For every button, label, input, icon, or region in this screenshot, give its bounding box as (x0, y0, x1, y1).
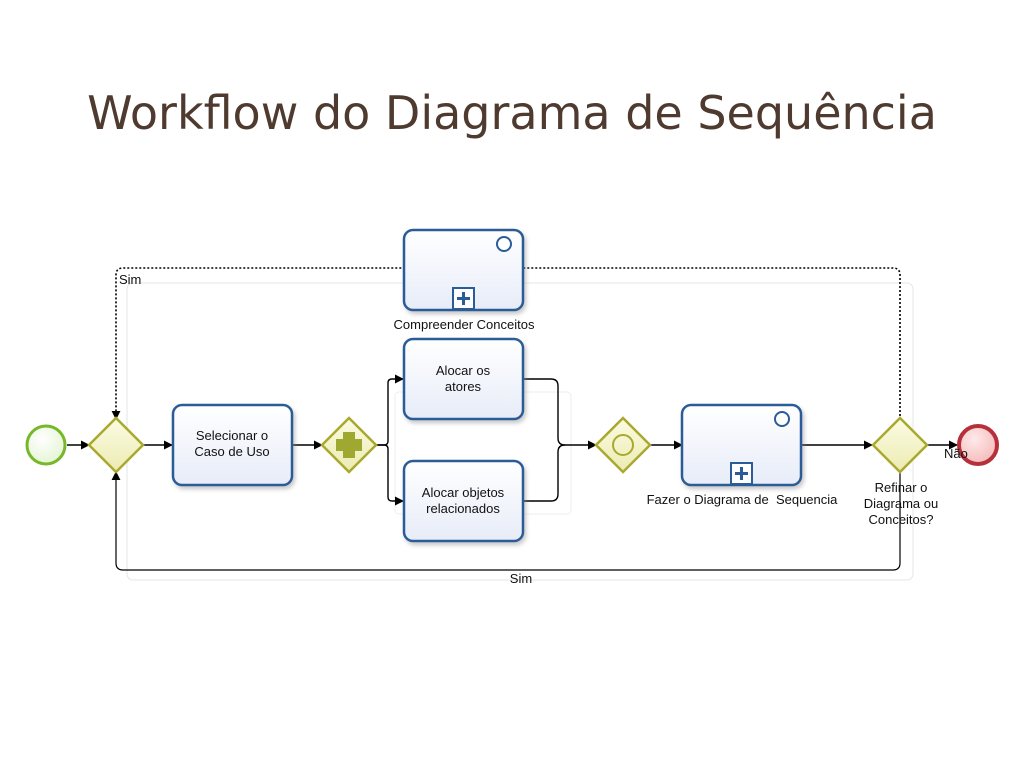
event-circle-icon (774, 411, 790, 427)
plus-icon (336, 432, 362, 458)
label-decision-2: Diagrama ou (864, 496, 938, 511)
label-objetos-1: Alocar objetos (422, 485, 505, 500)
label-sim-top: Sim (119, 272, 141, 287)
task-selecionar-caso-de-uso (171, 403, 294, 487)
task-compreender-conceitos (402, 228, 525, 312)
start-event (25, 424, 67, 466)
event-circle-icon (496, 236, 512, 252)
label-sim-bottom: Sim (510, 571, 532, 586)
label-selecionar-1: Selecionar o (196, 428, 268, 443)
task-alocar-objetos (402, 459, 525, 543)
label-objetos-2: relacionados (426, 501, 500, 516)
flow-objetos-merge (523, 444, 566, 502)
merge-gateway (594, 416, 652, 474)
label-atores-1: Alocar os (436, 363, 491, 378)
label-nao: Não (944, 446, 968, 461)
label-fazer: Fazer o Diagrama de Sequencia (647, 492, 839, 507)
label-atores-2: atores (445, 379, 482, 394)
slide-title: Workflow do Diagrama de Sequência (87, 86, 937, 140)
end-event (957, 424, 999, 466)
flow-atores-merge (523, 378, 597, 450)
label-decision-3: Conceitos? (868, 512, 933, 527)
label-decision-1: Refinar o (875, 480, 928, 495)
flow-sim-bottom (111, 471, 901, 571)
exclusive-gateway-start (87, 416, 145, 474)
flow-parallel-atores (376, 374, 404, 446)
label-compreender: Compreender Conceitos (394, 317, 535, 332)
inclusive-circle-icon (612, 434, 634, 456)
parallel-gateway (320, 416, 378, 474)
task-alocar-atores (402, 337, 525, 421)
decision-gateway (871, 416, 929, 474)
label-selecionar-2: Caso de Uso (194, 444, 269, 459)
task-fazer-diagrama (680, 403, 803, 487)
flow-parallel-objetos (376, 444, 404, 506)
